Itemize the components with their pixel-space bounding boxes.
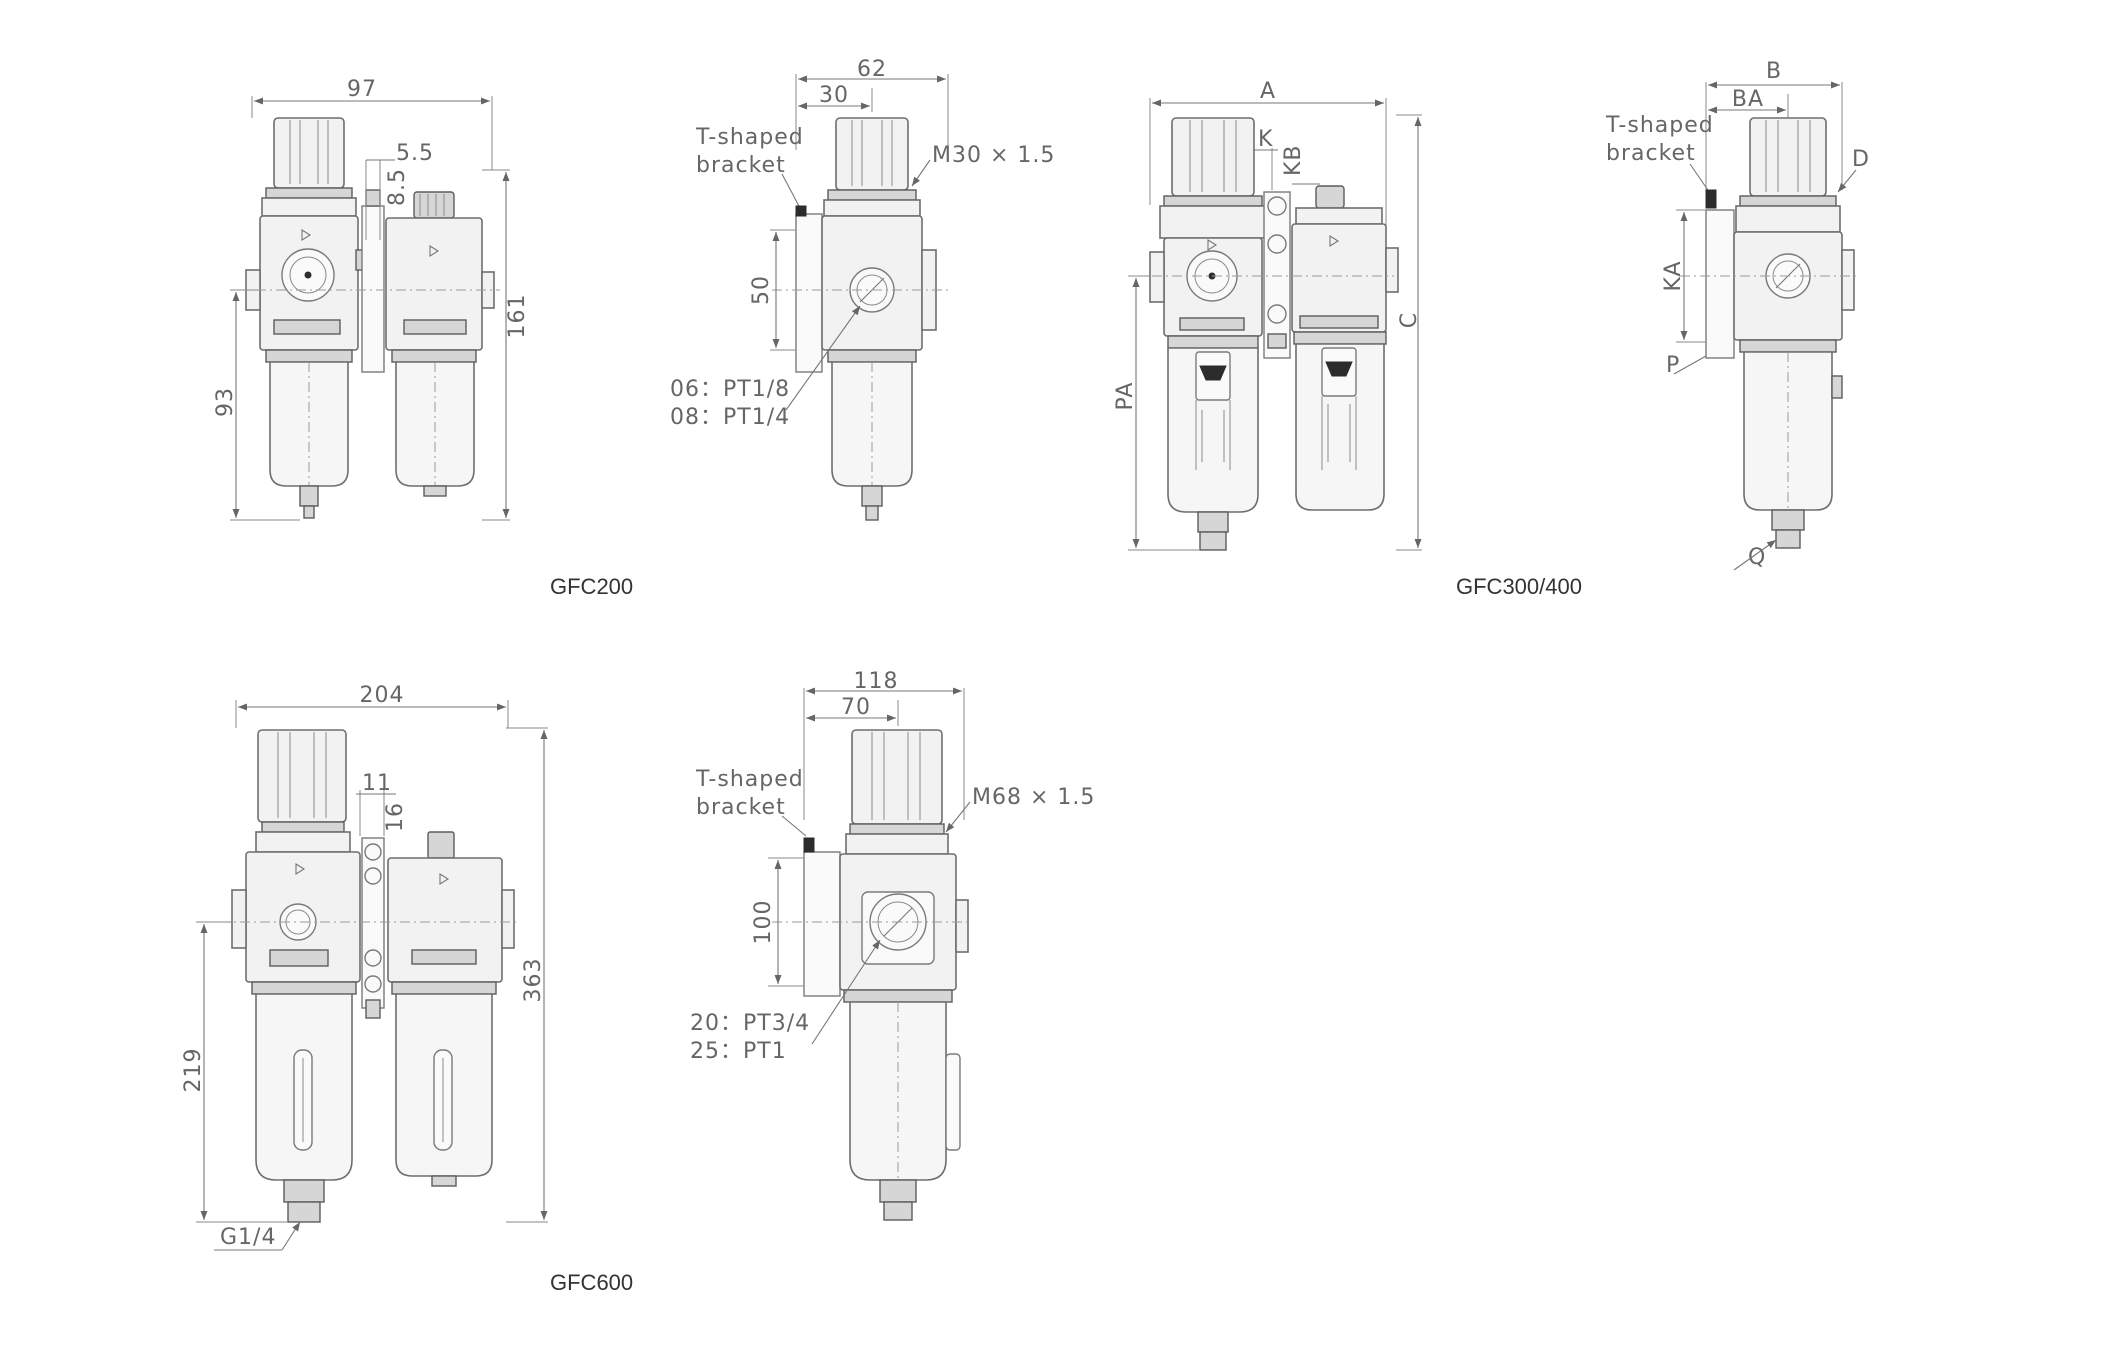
- fig5-lower-dim: 219: [181, 1048, 206, 1093]
- caption-gfc300-400: GFC300/400: [1456, 574, 1582, 599]
- gfc200-combination-drawing: 97 5.5 8.5: [213, 77, 633, 599]
- fig3-dim-A: A: [1260, 79, 1276, 104]
- fig6-half-dim: 70: [841, 695, 871, 720]
- fig6-thread-label: M68 × 1.5: [972, 785, 1095, 810]
- fig1-dim-5-5: 5.5: [396, 141, 434, 166]
- fig5-height-dim: 363: [521, 958, 546, 1003]
- caption-gfc200: GFC200: [550, 574, 633, 599]
- fig1-height-dim: 161: [505, 294, 530, 339]
- fig2-width-dim: 62: [857, 57, 887, 82]
- fig2-bracket-height-dim: 50: [749, 275, 774, 305]
- fig3-dim-C: C: [1397, 312, 1422, 328]
- fig4-dim-KA: KA: [1661, 260, 1686, 291]
- fig6-port-label-2: 25：PT1: [690, 1039, 787, 1064]
- fig6-bracket-label-2: bracket: [696, 795, 786, 820]
- fig4-dim-P: P: [1666, 353, 1680, 378]
- gfc600-combination-drawing: 204 11 16: [181, 683, 633, 1295]
- fig2-port-label-2: 08：PT1/4: [670, 405, 790, 430]
- fig6-bracket-label-1: T-shaped: [695, 767, 804, 792]
- fig2-bracket-label-2: bracket: [696, 153, 786, 178]
- fig6-width-dim: 118: [854, 669, 899, 694]
- fig5-width-dim: 204: [360, 683, 405, 708]
- fig2-half-dim: 30: [819, 83, 849, 108]
- fig1-dim-8-5: 8.5: [385, 168, 410, 206]
- fig4-dim-BA: BA: [1732, 87, 1764, 112]
- fig3-dim-KB: KB: [1281, 144, 1306, 176]
- fig2-bracket-label-1: T-shaped: [695, 125, 804, 150]
- fig1-width-dim: 97: [347, 77, 377, 102]
- fig5-dim-11: 11: [362, 771, 392, 796]
- fig4-dim-D: D: [1852, 147, 1870, 172]
- fig6-bracket-height-dim: 100: [751, 900, 776, 945]
- fig6-port-label-1: 20：PT3/4: [690, 1011, 810, 1036]
- gfc200-side-view-drawing: 62 30 T-shaped bracket M30 × 1.5 50: [670, 57, 1055, 521]
- fig1-lower-dim: 93: [213, 387, 238, 417]
- fig3-dim-K: K: [1258, 127, 1273, 152]
- fig4-bracket-label-1: T-shaped: [1605, 113, 1714, 138]
- fig5-drain-label: G1/4: [220, 1225, 276, 1250]
- fig4-dim-B: B: [1766, 59, 1782, 84]
- fig4-bracket-label-2: bracket: [1606, 141, 1696, 166]
- fig5-dim-16: 16: [383, 802, 408, 832]
- fig2-port-label-1: 06：PT1/8: [670, 377, 790, 402]
- caption-gfc600: GFC600: [550, 1270, 633, 1295]
- gfc300-400-side-view-drawing: B BA T-shaped bracket D KA P: [1605, 59, 1870, 571]
- gfc300-400-combination-drawing: A K KB: [1113, 79, 1582, 599]
- fig2-thread-label: M30 × 1.5: [932, 143, 1055, 168]
- fig3-dim-PA: PA: [1113, 382, 1138, 411]
- gfc600-side-view-drawing: 118 70 T-shaped bracket M68 × 1.5 100: [690, 669, 1095, 1221]
